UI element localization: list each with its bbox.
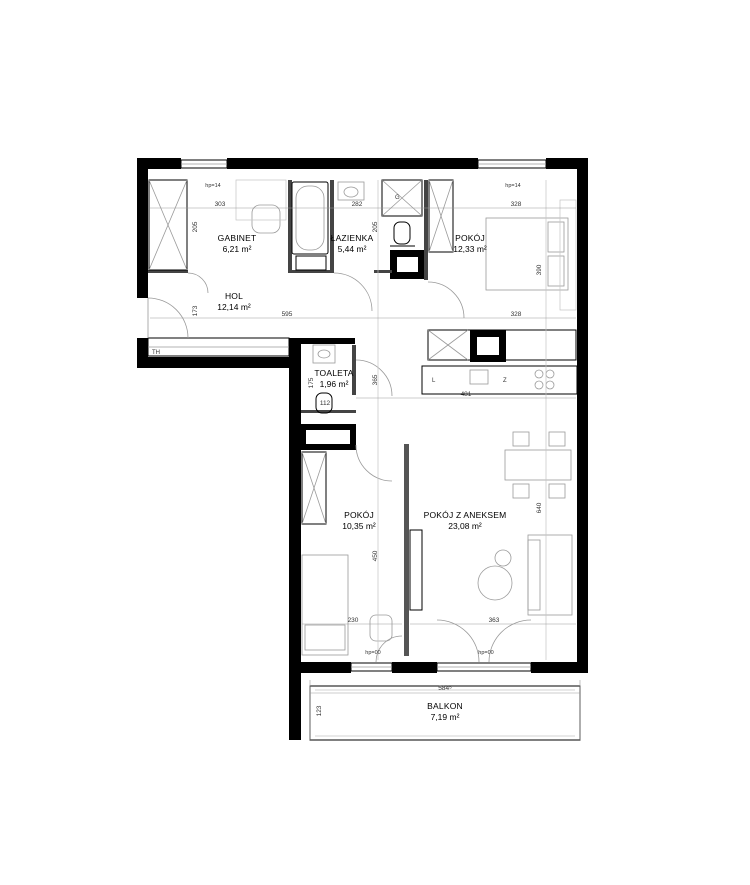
dim-365: 365 — [372, 374, 379, 385]
dim-450: 450 — [372, 550, 379, 561]
room-hol-area: 12,14 m² — [217, 302, 251, 312]
dim-328a: 328 — [511, 201, 522, 208]
dim-584: 584⁵ — [438, 685, 452, 692]
dim-303: 303 — [215, 201, 226, 208]
room-toaleta-area: 1,96 m² — [320, 379, 349, 389]
th-label: TH — [152, 350, 160, 356]
dim-390: 390 — [536, 264, 543, 275]
dim-282: 282 — [352, 201, 363, 208]
room-hol-name: HOL — [225, 291, 243, 301]
room-labels: GABINET 6,21 m² ŁAZIENKA 5,44 m² POKÓJ 1… — [217, 233, 506, 722]
room-pokoj2-name: POKÓJ — [344, 510, 374, 520]
room-toaleta-name: TOALETA — [314, 368, 353, 378]
dim-112: 112 — [320, 400, 331, 407]
dim-123: 123 — [316, 705, 323, 716]
window-label-4: hp=00 — [478, 650, 493, 656]
furniture: G L Z — [147, 159, 581, 741]
walls — [137, 158, 588, 740]
room-gabinet-name: GABINET — [218, 233, 257, 243]
room-pokoj1-name: POKÓJ — [455, 233, 485, 243]
room-aneks-name: POKÓJ Z ANEKSEM — [424, 510, 507, 520]
dim-205b: 205 — [372, 221, 379, 232]
dim-640: 640 — [536, 502, 543, 513]
fridge-label: L — [432, 378, 436, 384]
room-pokoj1-area: 12,33 m² — [453, 244, 487, 254]
dim-173: 173 — [192, 305, 199, 316]
room-gabinet-area: 6,21 m² — [223, 244, 252, 254]
room-pokoj2-area: 10,35 m² — [342, 521, 376, 531]
dimension-labels: 303 282 328 205 205 390 173 595 328 175 … — [192, 201, 543, 716]
dim-363: 363 — [489, 617, 500, 624]
room-aneks-area: 23,08 m² — [448, 521, 482, 531]
dim-595: 595 — [282, 311, 293, 318]
room-lazienka-area: 5,44 m² — [338, 244, 367, 254]
dim-328b: 328 — [511, 311, 522, 318]
dim-230: 230 — [348, 617, 359, 624]
room-balkon-name: BALKON — [427, 701, 463, 711]
shower-label: G — [395, 195, 400, 201]
room-lazienka-name: ŁAZIENKA — [331, 233, 374, 243]
room-balkon-area: 7,19 m² — [431, 712, 460, 722]
dim-175: 175 — [308, 377, 315, 388]
dim-481: 481 — [461, 391, 472, 398]
dishwasher-label: Z — [503, 378, 507, 384]
window-label-1: hp=14 — [205, 183, 220, 189]
window-label-3: hp=00 — [365, 650, 380, 656]
dim-205a: 205 — [192, 221, 199, 232]
window-labels: hp=14 hp=14 hp=00 hp=00 TH — [152, 183, 521, 656]
window-label-2: hp=14 — [505, 183, 520, 189]
